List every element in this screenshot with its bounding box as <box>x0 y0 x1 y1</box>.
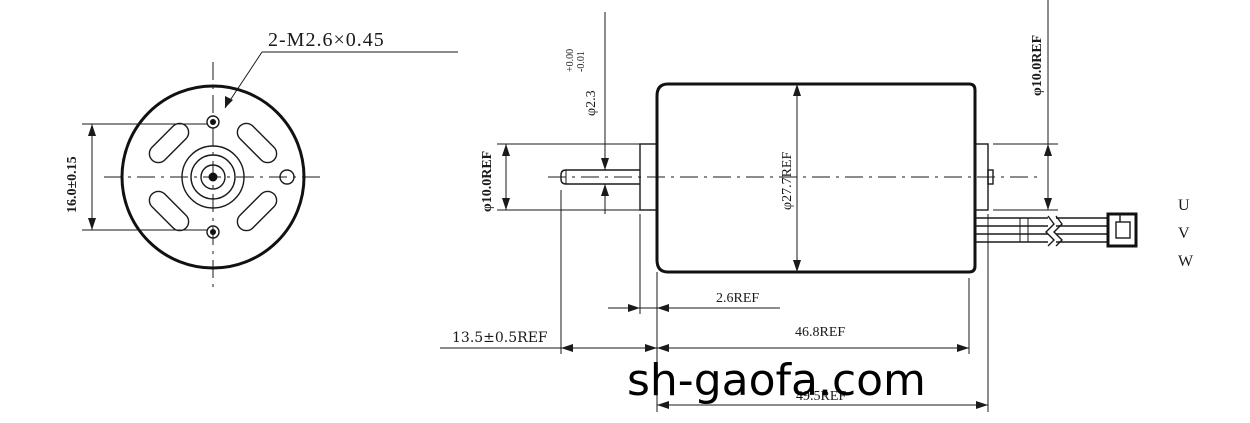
mount-hole-top <box>206 115 220 129</box>
shaft <box>560 169 640 185</box>
shaft-tol-upper: +0.00 <box>565 49 576 72</box>
watermark: sh-gaofa.com <box>627 355 926 406</box>
phase-u: U <box>1178 197 1190 214</box>
total-len-label: 49.5REF <box>796 389 846 404</box>
phase-w: W <box>1178 253 1194 270</box>
boss-len-label: 2.6REF <box>716 291 759 306</box>
hub-inner-circle <box>200 164 226 190</box>
thread-callout: 2-M2.6×0.45 <box>268 29 385 51</box>
front-view: 2-M2.6×0.45 16.0±0.15 <box>65 29 458 292</box>
front-face-outline <box>120 84 306 270</box>
side-view: U V W φ2.3 +0.00 -0.01 φ10.0REF φ27.7REF… <box>440 0 1194 412</box>
front-boss-dia-label: φ10.0REF <box>480 151 495 212</box>
lead-wires <box>975 215 1108 247</box>
motor-body <box>655 82 977 274</box>
connector <box>1106 212 1138 248</box>
shaft-len-label: 13.5±0.5REF <box>452 330 548 346</box>
thread-leader <box>224 51 263 109</box>
hole-spacing-label: 16.0±0.15 <box>65 156 80 213</box>
shaft-tol-lower: -0.01 <box>576 51 587 72</box>
body-dia-label: φ27.7REF <box>780 152 795 210</box>
hub-outer-circle <box>181 145 245 209</box>
phase-v: V <box>1178 225 1190 242</box>
hub-middle-circle <box>190 154 236 200</box>
vent-slots <box>148 122 278 232</box>
mount-hole-bottom <box>206 225 220 239</box>
body-len-label: 46.8REF <box>795 325 845 340</box>
rear-boss-dia-label: φ10.0REF <box>1030 35 1045 96</box>
side-pin <box>279 169 295 185</box>
shaft-dia-label: φ2.3 <box>584 90 599 116</box>
shaft-end <box>208 172 218 182</box>
